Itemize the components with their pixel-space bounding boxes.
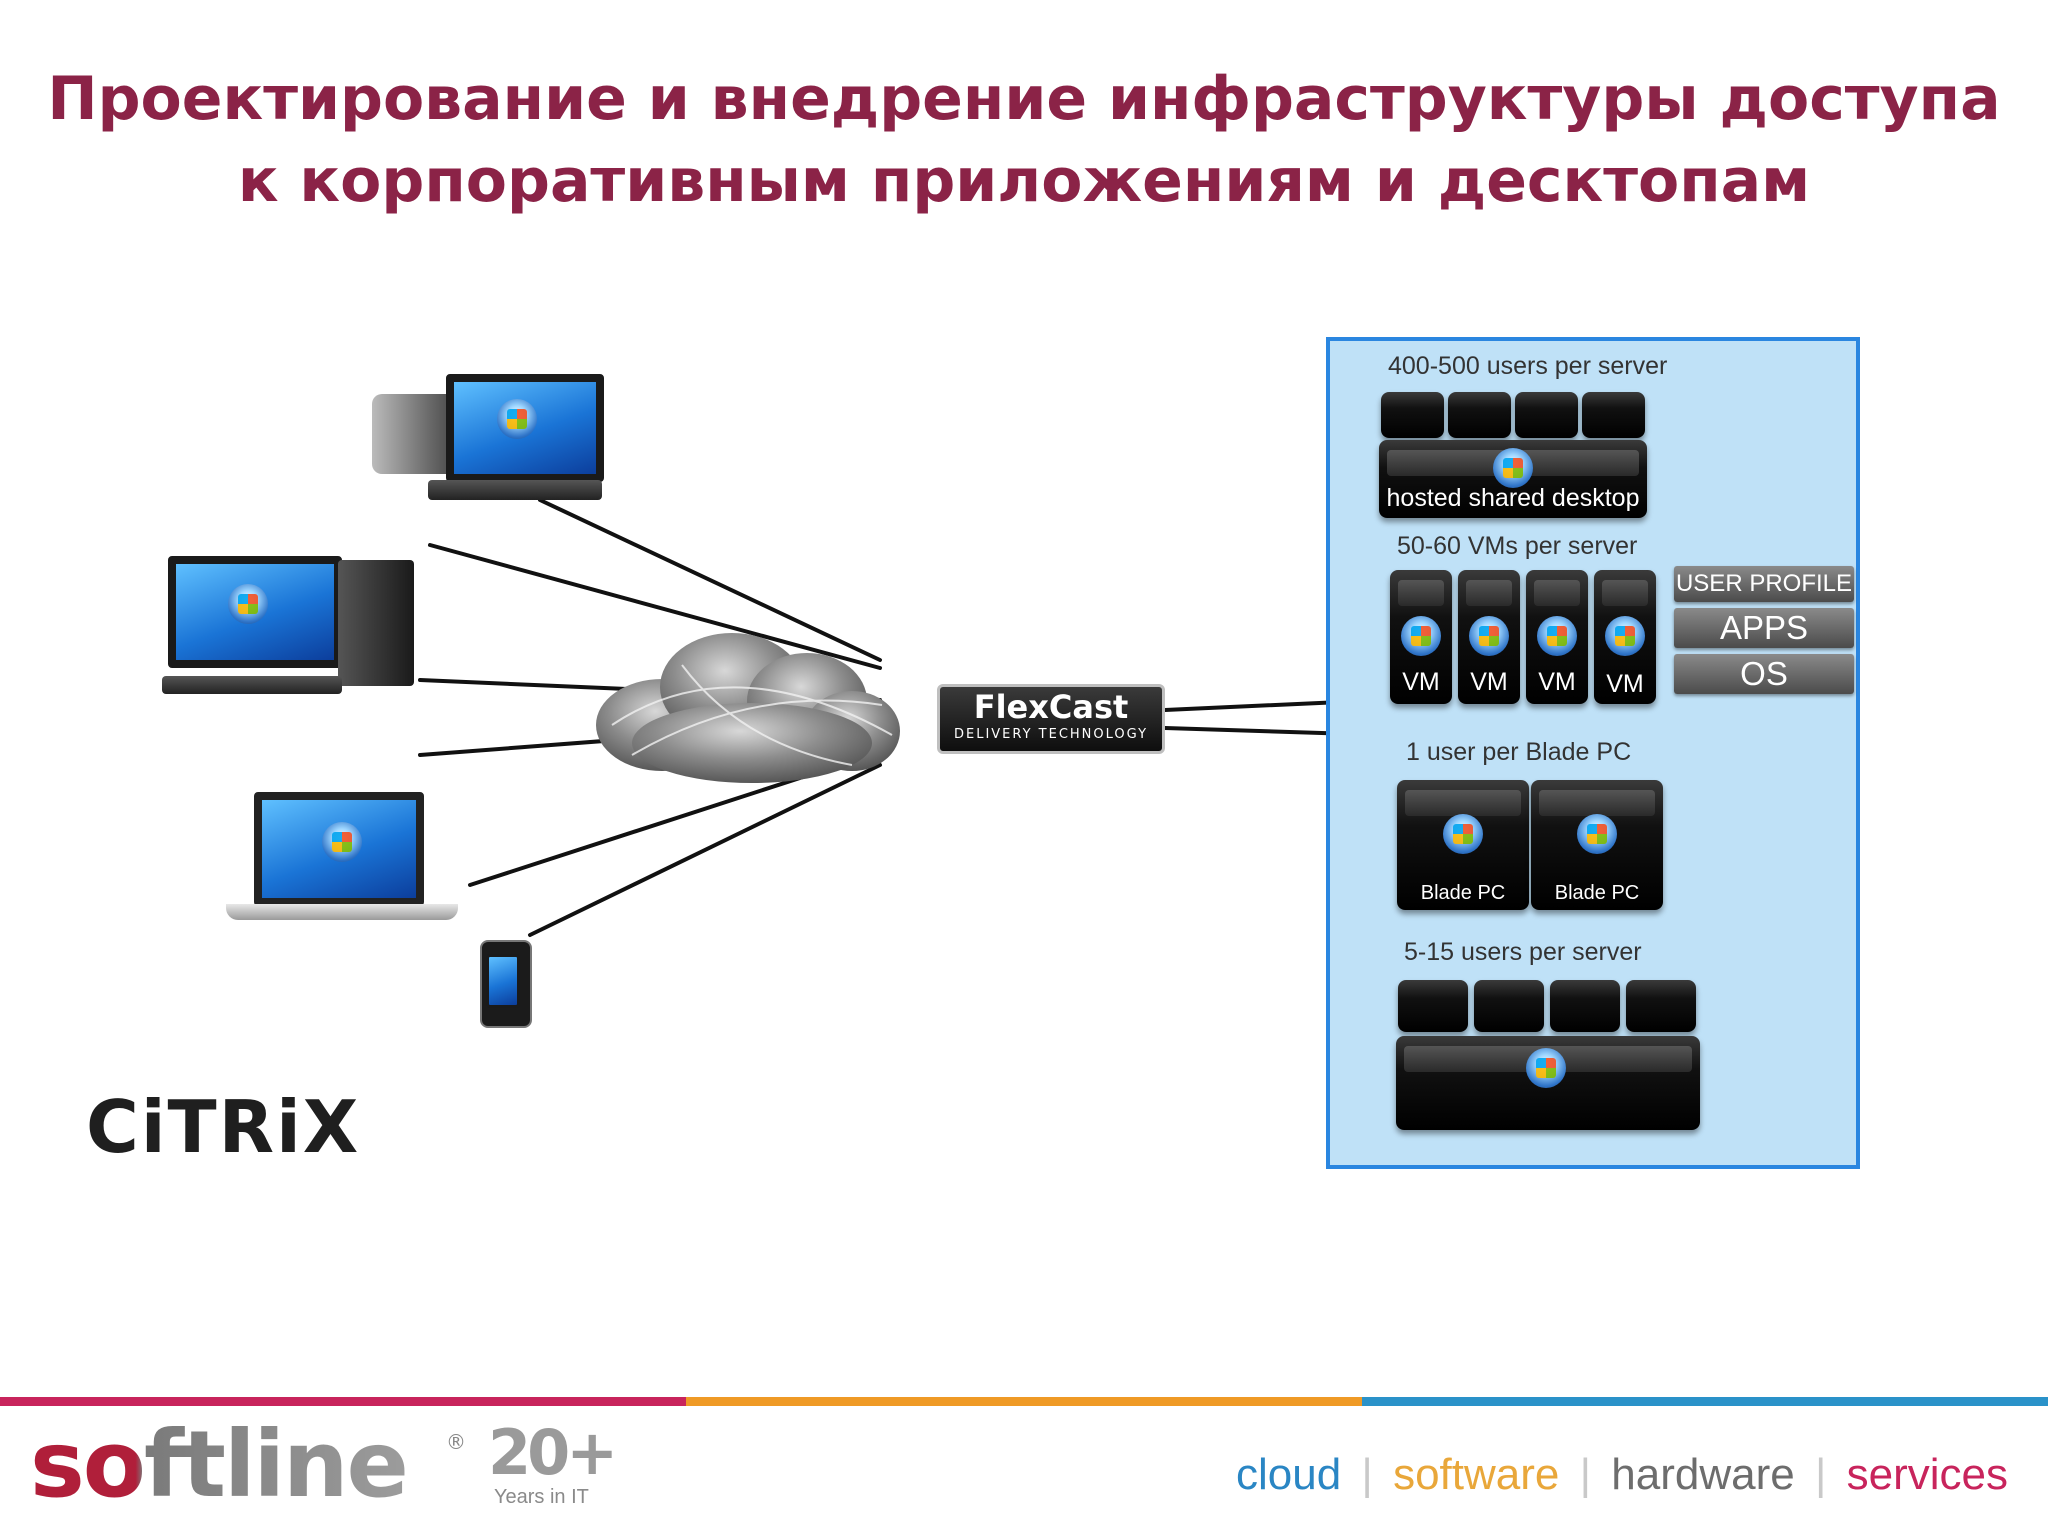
- laptop-icon: [226, 792, 462, 928]
- blade-pc-label: Blade PC: [1420, 882, 1506, 904]
- vm-block: VM: [1526, 570, 1588, 704]
- hosted-slot: [1381, 392, 1444, 438]
- windows-orb-icon: [1537, 616, 1577, 656]
- desktop-pc-top: [372, 374, 632, 504]
- link-line: [428, 543, 882, 670]
- registered-mark: ®: [446, 1430, 466, 1454]
- vm-block: VM: [1594, 570, 1656, 704]
- desktop-pc-middle: [162, 556, 422, 696]
- vdi-slot: [1474, 980, 1544, 1032]
- vms-label: 50-60 VMs per server: [1397, 532, 1638, 560]
- footer-bar-pink: [0, 1397, 686, 1406]
- vdi-slot: [1398, 980, 1468, 1032]
- vm-label: VM: [1538, 668, 1576, 696]
- tagline-cloud: cloud: [1235, 1450, 1342, 1499]
- hosted-shared-server: hosted shared desktop: [1379, 440, 1647, 518]
- years-text: Years in IT: [494, 1486, 589, 1508]
- page-title: Проектирование и внедрение инфраструктур…: [0, 58, 2048, 222]
- citrix-logo: CiTRiX: [86, 1085, 360, 1169]
- tagline-hardware: hardware: [1611, 1450, 1795, 1499]
- title-line-2: к корпоративным приложениям и десктопам: [237, 146, 1811, 216]
- vdi-label: 5-15 users per server: [1404, 938, 1642, 966]
- blade-label: 1 user per Blade PC: [1406, 738, 1632, 766]
- hosted-slot: [1515, 392, 1578, 438]
- footer-bar-blue: [1362, 1397, 2048, 1406]
- blade-pc-label: Blade PC: [1554, 882, 1640, 904]
- laptop-base: [226, 904, 458, 920]
- vdi-slot: [1550, 980, 1620, 1032]
- keyboard-icon: [162, 676, 342, 694]
- vdi-slot: [1626, 980, 1696, 1032]
- windows-orb-icon: [497, 399, 537, 439]
- tagline: cloud | software | hardware | services: [1236, 1448, 2008, 1502]
- blade-pc-block: Blade PC: [1397, 780, 1529, 910]
- flexcast-name: FlexCast: [973, 688, 1129, 726]
- link-line: [538, 498, 882, 662]
- phone-screen: [486, 954, 520, 1008]
- footer-bar-orange: [686, 1397, 1362, 1406]
- user-profile-layer: USER PROFILE: [1674, 566, 1854, 602]
- tagline-separator: |: [1579, 1450, 1592, 1499]
- flexcast-subtitle: DELIVERY TECHNOLOGY: [953, 727, 1149, 742]
- cloud-icon: [596, 633, 900, 783]
- windows-orb-icon: [1493, 448, 1533, 488]
- hosted-shared-label: 400-500 users per server: [1388, 352, 1668, 380]
- os-layer: OS: [1674, 654, 1854, 694]
- keyboard-icon: [428, 480, 602, 500]
- blade-pc-block: Blade PC: [1531, 780, 1663, 910]
- tagline-separator: |: [1361, 1450, 1373, 1499]
- vm-label: VM: [1606, 670, 1644, 698]
- hosted-slot: [1448, 392, 1511, 438]
- phone-icon: [480, 940, 532, 1028]
- windows-orb-icon: [1469, 616, 1509, 656]
- tagline-separator: |: [1814, 1450, 1827, 1499]
- windows-orb-icon: [1443, 814, 1483, 854]
- vm-label: VM: [1402, 668, 1440, 696]
- windows-orb-icon: [1401, 616, 1441, 656]
- vdi-server: [1396, 1036, 1700, 1130]
- title-line-1: Проектирование и внедрение инфраструктур…: [47, 64, 2001, 134]
- citrix-logo-text: CiTRiX: [86, 1085, 361, 1169]
- link-line: [528, 763, 882, 937]
- vm-block: VM: [1458, 570, 1520, 704]
- flexcast-badge: FlexCast DELIVERY TECHNOLOGY: [937, 684, 1165, 754]
- windows-orb-icon: [1526, 1048, 1566, 1088]
- tagline-services: services: [1846, 1450, 2008, 1499]
- softline-logo: softline ®: [30, 1410, 466, 1520]
- softline-logo-text: softline: [30, 1411, 409, 1518]
- hosted-shared-text: hosted shared desktop: [1386, 484, 1640, 512]
- tower-icon: [338, 560, 414, 686]
- tagline-software: software: [1393, 1450, 1560, 1499]
- vm-label: VM: [1470, 668, 1508, 696]
- apps-layer: APPS: [1674, 608, 1854, 648]
- years-badge: 20+ Years in IT: [488, 1420, 618, 1520]
- vm-block: VM: [1390, 570, 1452, 704]
- windows-orb-icon: [322, 822, 362, 862]
- windows-orb-icon: [1577, 814, 1617, 854]
- windows-orb-icon: [1605, 616, 1645, 656]
- hosted-slot: [1582, 392, 1645, 438]
- windows-orb-icon: [228, 584, 268, 624]
- years-number: 20+: [488, 1416, 618, 1489]
